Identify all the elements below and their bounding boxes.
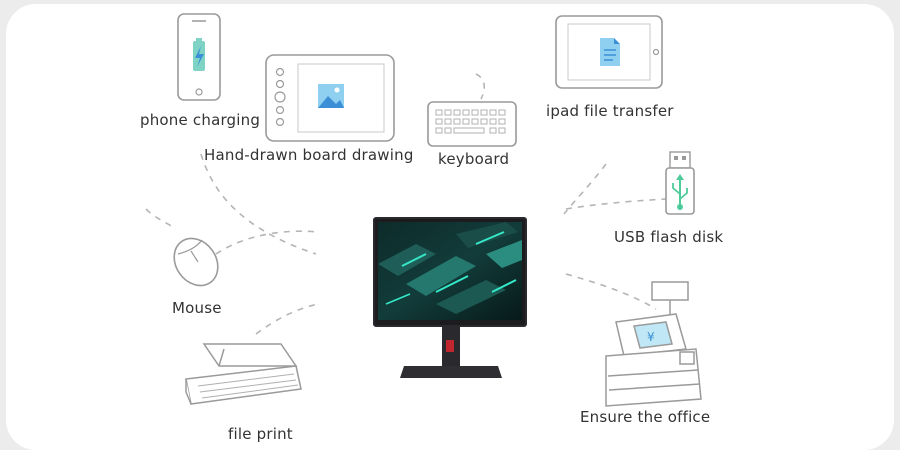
label-ipad-file-transfer: ipad file transfer bbox=[546, 102, 674, 120]
illustration: ¥ bbox=[145, 13, 702, 407]
label-file-print: file print bbox=[228, 425, 293, 443]
label-phone-charging: phone charging bbox=[140, 111, 261, 129]
label-ensure-the-office: Ensure the office bbox=[580, 408, 711, 426]
printer-icon bbox=[185, 343, 302, 405]
label-keyboard: keyboard bbox=[438, 150, 510, 168]
keyboard-icon bbox=[427, 101, 517, 147]
svg-text:¥: ¥ bbox=[647, 330, 655, 344]
connector-lines bbox=[145, 73, 667, 335]
usb-icon bbox=[665, 151, 695, 215]
device-connectivity-card: ¥ phon bbox=[6, 4, 894, 450]
label-usb-flash-disk: USB flash disk bbox=[614, 228, 724, 246]
cash-register-icon: ¥ bbox=[605, 281, 702, 407]
screen-wallpaper bbox=[378, 222, 522, 314]
label-board-drawing: Hand-drawn board drawing bbox=[204, 146, 414, 164]
phone-icon bbox=[177, 13, 221, 101]
mouse-icon bbox=[173, 237, 219, 287]
drawing-tablet-icon bbox=[265, 54, 395, 142]
monitor-icon bbox=[373, 217, 527, 378]
ipad-icon bbox=[555, 15, 663, 89]
label-mouse: Mouse bbox=[172, 299, 222, 317]
